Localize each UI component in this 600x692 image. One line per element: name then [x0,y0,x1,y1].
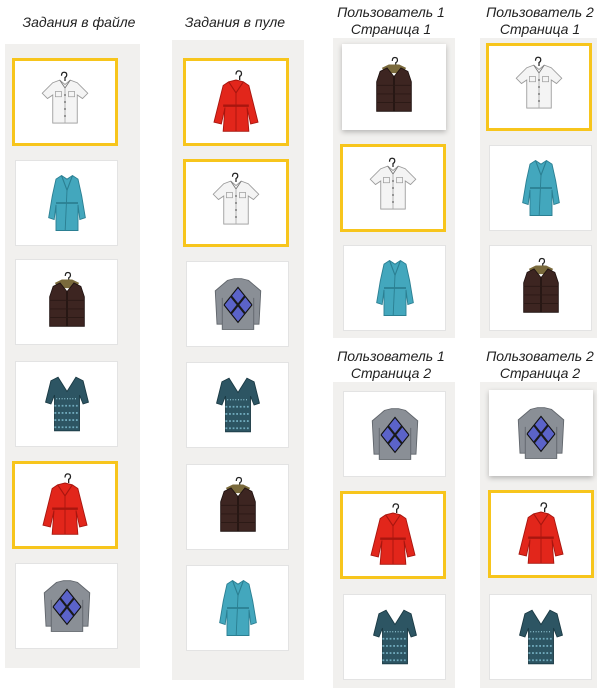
card-u1p2-3[interactable] [343,594,446,680]
card-pool-5[interactable] [186,464,289,550]
header-user1-page2-line2: Страница 2 [350,365,432,381]
header-user2-page1: Пользователь 2 Страница 1 [476,4,600,38]
card-file-2[interactable] [15,160,118,246]
header-user2-page2-line2: Страница 2 [499,365,581,381]
card-pool-1[interactable] [183,58,289,146]
header-file-tasks: Задания в файле [22,14,136,30]
header-user1-page2: Пользователь 1 Страница 2 [326,348,456,382]
card-u1p1-1[interactable] [342,44,446,130]
header-pool-tasks: Задания в пуле [184,14,286,30]
header-user2-page1-line2: Страница 1 [499,21,581,37]
card-pool-4[interactable] [186,362,289,448]
card-file-5[interactable] [12,461,118,549]
header-user2-page2: Пользователь 2 Страница 2 [476,348,600,382]
card-u2p2-1[interactable] [489,390,593,476]
card-u1p1-2[interactable] [340,144,446,232]
header-user1-page1: Пользователь 1 Страница 1 [326,4,456,38]
card-file-1[interactable] [12,58,118,146]
card-pool-2[interactable] [183,159,289,247]
card-file-4[interactable] [15,361,118,447]
card-pool-3[interactable] [186,261,289,347]
card-pool-6[interactable] [186,565,289,651]
header-user1-page1-line1: Пользователь 1 [337,4,445,20]
card-u1p1-3[interactable] [343,245,446,331]
card-u2p1-3[interactable] [489,245,592,331]
card-u2p1-1[interactable] [486,43,592,131]
header-user2-page2-line1: Пользователь 2 [486,348,594,364]
card-u2p2-3[interactable] [489,594,592,680]
header-user2-page1-line1: Пользователь 2 [486,4,594,20]
header-user1-page1-line2: Страница 1 [350,21,432,37]
card-file-6[interactable] [15,563,118,649]
card-u2p1-2[interactable] [489,145,592,231]
card-u1p2-1[interactable] [343,391,446,477]
card-u2p2-2[interactable] [488,490,594,578]
card-file-3[interactable] [15,259,118,345]
header-user1-page2-line1: Пользователь 1 [337,348,445,364]
card-u1p2-2[interactable] [340,491,446,579]
